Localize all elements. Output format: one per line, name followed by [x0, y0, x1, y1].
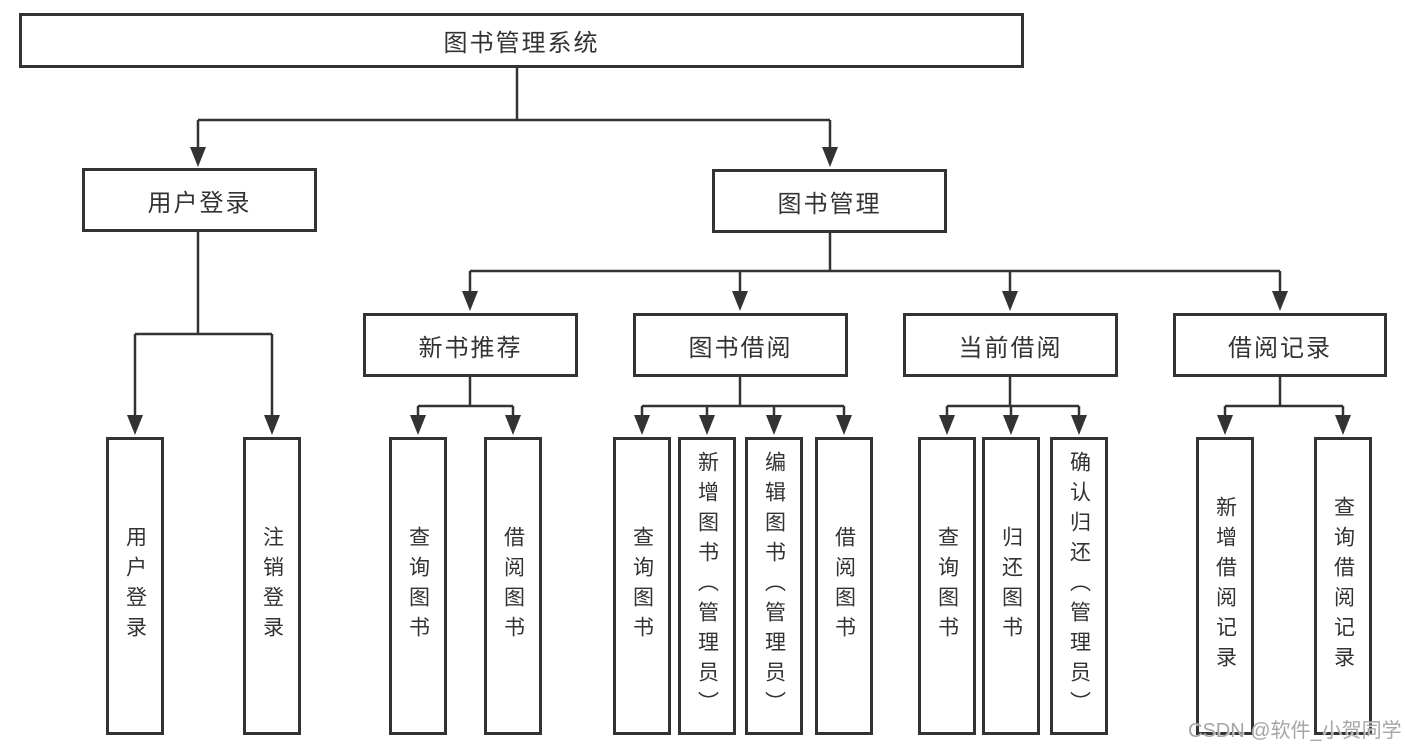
leaf-user-login: 用户登录 — [106, 437, 164, 735]
leaf-label: 查询图书 — [935, 526, 959, 646]
leaf-label: 用户登录 — [123, 526, 147, 646]
leaf-confirm-return-admin: 确认归还（管理员） — [1050, 437, 1108, 735]
leaf-add-borrow-record: 新增借阅记录 — [1196, 437, 1254, 735]
arrowhead — [127, 415, 143, 435]
arrowhead — [1217, 415, 1233, 435]
leaf-label: 注销登录 — [260, 526, 284, 646]
arrowhead — [634, 415, 650, 435]
node-label: 当前借阅 — [958, 334, 1063, 362]
arrowhead — [505, 415, 521, 435]
leaf-label: 确认归还（管理员） — [1067, 451, 1091, 721]
leaf-label: 新增图书（管理员） — [695, 451, 719, 721]
leaf-label: 归还图书 — [999, 526, 1023, 646]
leaf-label: 借阅图书 — [501, 526, 525, 646]
leaf-borrow-books-newbooks: 借阅图书 — [484, 437, 542, 735]
arrowhead — [1071, 415, 1087, 435]
arrowhead — [732, 291, 748, 311]
arrowhead — [766, 415, 782, 435]
arrowhead — [1335, 415, 1351, 435]
leaf-query-books-current: 查询图书 — [918, 437, 976, 735]
arrowhead — [1003, 415, 1019, 435]
leaf-logout: 注销登录 — [243, 437, 301, 735]
connector-book-mgmt — [468, 233, 1282, 295]
node-label: 用户登录 — [147, 189, 252, 217]
leaf-label: 查询借阅记录 — [1331, 496, 1355, 676]
arrowhead — [836, 415, 852, 435]
arrowhead — [699, 415, 715, 435]
leaf-label: 查询图书 — [630, 526, 654, 646]
leaf-query-books-borrow: 查询图书 — [613, 437, 671, 735]
arrowhead — [410, 415, 426, 435]
connector-borrow-records — [1223, 377, 1345, 418]
arrowhead — [822, 147, 838, 167]
node-label: 借阅记录 — [1228, 334, 1332, 362]
node-book-management-system: 图书管理系统 — [19, 13, 1024, 68]
connector-current-borrow — [945, 377, 1081, 418]
connector-user-login — [133, 232, 274, 418]
node-book-management: 图书管理 — [712, 169, 947, 233]
leaf-return-books: 归还图书 — [982, 437, 1040, 735]
node-label: 图书管理系统 — [443, 30, 600, 57]
arrowhead — [190, 147, 206, 167]
leaf-label: 借阅图书 — [832, 526, 856, 646]
arrowhead — [1002, 291, 1018, 311]
node-current-borrow: 当前借阅 — [903, 313, 1118, 377]
node-label: 图书管理 — [777, 190, 882, 218]
node-label: 新书推荐 — [418, 334, 523, 362]
node-new-book-recommend: 新书推荐 — [363, 313, 578, 377]
leaf-label: 新增借阅记录 — [1213, 496, 1237, 676]
node-borrow-records: 借阅记录 — [1173, 313, 1387, 377]
arrowhead — [1272, 291, 1288, 311]
leaf-label: 查询图书 — [406, 526, 430, 646]
leaf-query-books-newbooks: 查询图书 — [389, 437, 447, 735]
node-book-borrow: 图书借阅 — [633, 313, 848, 377]
leaf-borrow-books-borrow: 借阅图书 — [815, 437, 873, 735]
leaf-query-borrow-record: 查询借阅记录 — [1314, 437, 1372, 735]
connector-new-books — [416, 377, 515, 418]
connector-root — [196, 68, 832, 150]
arrowhead — [264, 415, 280, 435]
arrowhead — [462, 291, 478, 311]
node-label: 图书借阅 — [688, 334, 793, 362]
arrowhead — [939, 415, 955, 435]
connector-book-borrow — [640, 377, 846, 418]
node-user-login: 用户登录 — [82, 168, 317, 232]
leaf-add-books-admin: 新增图书（管理员） — [678, 437, 736, 735]
leaf-edit-books-admin: 编辑图书（管理员） — [745, 437, 803, 735]
csdn-watermark: CSDN @软件_小贺同学 — [1188, 720, 1402, 742]
leaf-label: 编辑图书（管理员） — [762, 451, 786, 721]
